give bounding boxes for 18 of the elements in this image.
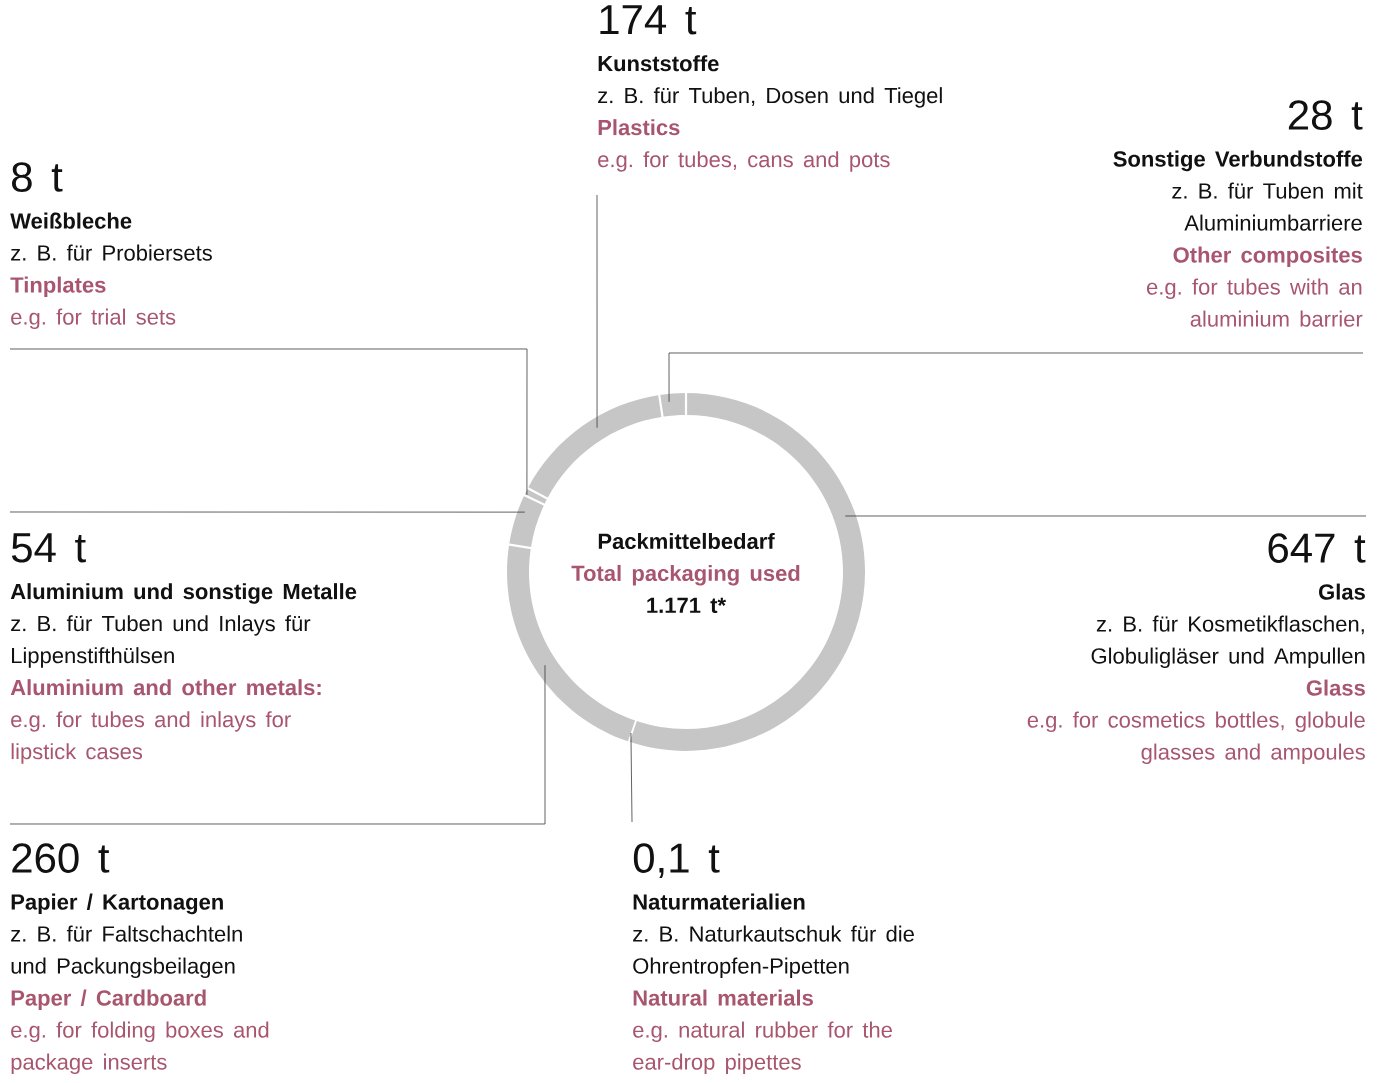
leader-line: [596, 194, 598, 429]
leader-line: [844, 515, 1367, 517]
leader-line: [668, 352, 1364, 403]
donut-segment: [527, 395, 663, 499]
callout-text: 8 t Weißbleche z. B. für Probiersets Tinplates e.g. for trial sets: [10, 162, 212, 330]
callout-text: 28 t Sonstige Verbundstoffe z. B. für Tuben mit Aluminiumbarriere Other composites e.g. for tubes with an aluminium barrier: [1113, 100, 1363, 327]
leader-line: [9, 511, 526, 513]
callout-text: 54 t Aluminium und sonstige Metalle z. B. für Tuben und Inlays für Lippenstifthülsen Aluminium and other metals: e.g. for tubes and inlays for lipstick cases: [10, 533, 357, 764]
ring-gap: [625, 718, 638, 744]
center-label: Packmittelbedarf Total packaging used 1.171 t*: [571, 532, 800, 614]
leader-line: [9, 348, 528, 496]
donut-segment: [659, 393, 686, 417]
callout-text: 174 t Kunststoffe z. B. für Tuben, Dosen und Tiegel Plastics e.g. for tubes, cans and pots: [598, 5, 942, 172]
callout-text: 260 t Papier / Kartonagen z. B. für Faltschachteln und Packungsbeilagen Paper / Cardboard e.g. for folding boxes and package inserts: [11, 843, 269, 1075]
leader-line: [9, 664, 546, 825]
callout-text: 647 t Glas z. B. für Kosmetikflaschen, Globuligläser und Ampullen Glass e.g. for cosmetics bottles, globule glasses and ampoules: [1027, 533, 1366, 765]
leader-line: [630, 732, 633, 823]
callout-text: 0,1 t Naturmaterialien z. B. Naturkautschuk für die Ohrentropfen-Pipetten Natural materials e.g. natural rubber for the ear-drop pipettes: [633, 843, 914, 1075]
